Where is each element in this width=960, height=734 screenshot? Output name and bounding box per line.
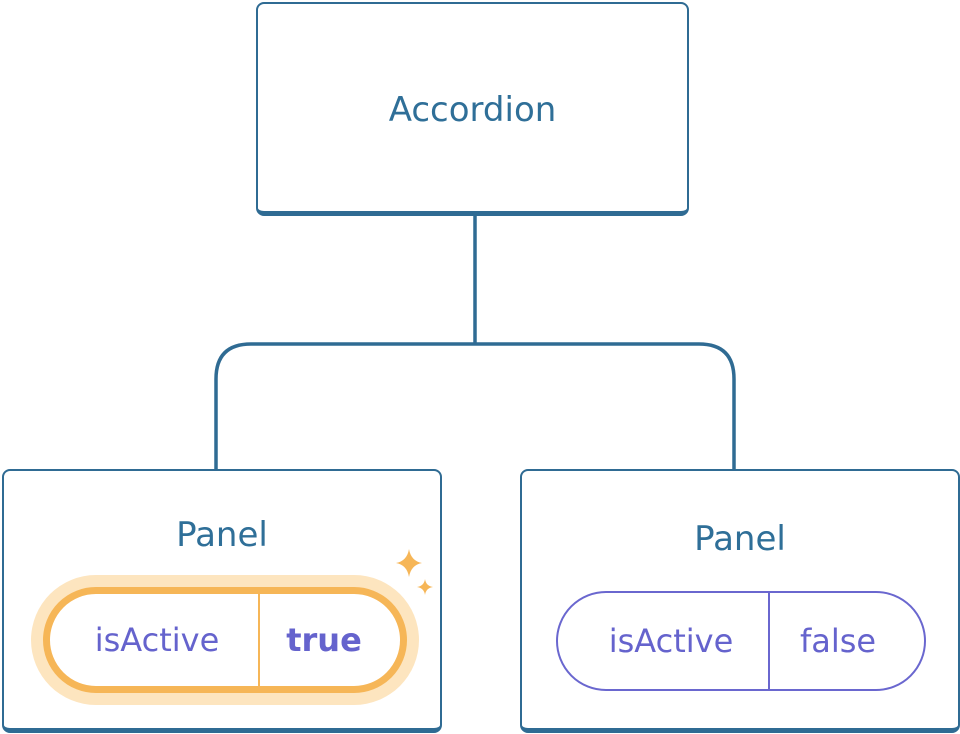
panel-node-active: Panel isActive true (2, 469, 442, 733)
sparkle-icon (396, 549, 433, 595)
panel-label: Panel (176, 515, 268, 555)
panel-node-inactive: Panel isActive false (520, 469, 960, 733)
panel-label: Panel (694, 519, 786, 559)
state-pill-inactive: isActive false (556, 591, 926, 691)
state-name: isActive (558, 593, 770, 689)
state-value: true (286, 621, 362, 659)
state-name: isActive (50, 594, 260, 686)
accordion-label: Accordion (388, 90, 557, 130)
connector-line (214, 214, 736, 470)
state-pill-active: isActive true (43, 587, 407, 693)
state-value: false (799, 622, 877, 660)
accordion-node: Accordion (256, 2, 689, 216)
